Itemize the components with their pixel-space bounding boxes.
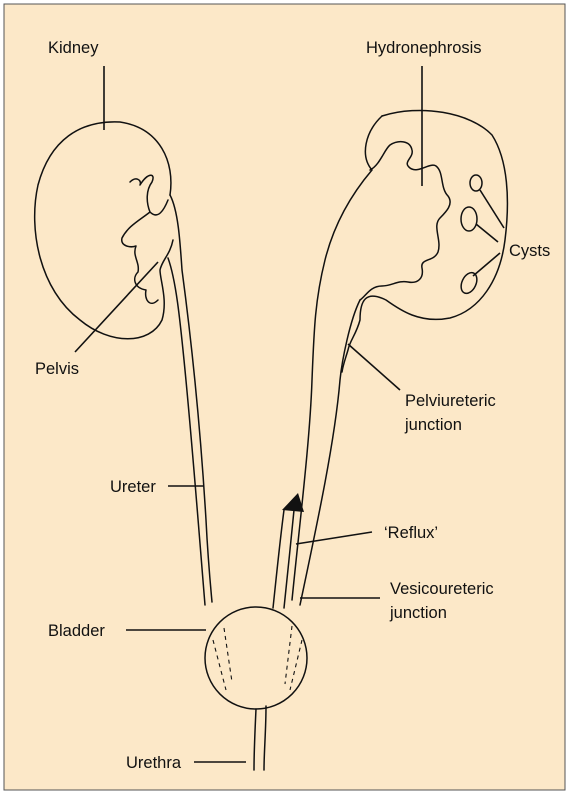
label-pelviureteric-line1: Pelviureteric — [405, 392, 496, 410]
label-cysts: Cysts — [509, 242, 550, 260]
label-ureter: Ureter — [110, 478, 156, 496]
label-hydronephrosis: Hydronephrosis — [366, 39, 482, 57]
label-urethra: Urethra — [126, 754, 182, 772]
label-vesicoureteric-line2: junction — [389, 604, 447, 622]
label-bladder: Bladder — [48, 622, 105, 640]
label-kidney: Kidney — [48, 39, 99, 57]
label-pelvis: Pelvis — [35, 360, 79, 378]
label-reflux: ‘Reflux’ — [384, 524, 438, 542]
label-vesicoureteric-line1: Vesicoureteric — [390, 580, 494, 598]
label-pelviureteric-line2: junction — [404, 416, 462, 434]
